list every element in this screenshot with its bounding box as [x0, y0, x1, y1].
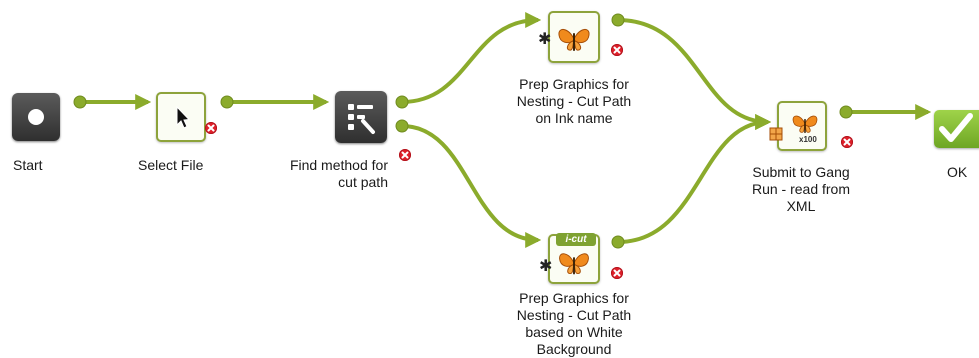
connector-find-method-to-prep-white[interactable] — [395, 119, 542, 248]
prep-white-label-line: Prep Graphics for — [519, 290, 629, 306]
connector-start-to-select-file[interactable] — [73, 94, 152, 110]
prep-ink-label-line: Prep Graphics for — [519, 76, 629, 92]
prep-white-node[interactable]: i-cut — [548, 233, 600, 284]
find-method-node[interactable] — [335, 91, 387, 143]
prep-ink-error-icon[interactable] — [611, 44, 623, 56]
prep-ink-node[interactable] — [548, 11, 600, 63]
submit-gang-label-line: Submit to Gang — [752, 164, 850, 180]
prep-white-label-line: Background — [536, 341, 612, 357]
start-node-label: Start — [13, 157, 43, 173]
list-filter-icon — [348, 104, 375, 134]
prep-white-label-line: based on White — [525, 324, 623, 340]
find-method-node-label: Find method for cut path — [276, 157, 388, 191]
butterfly-icon — [792, 115, 818, 134]
connector-submit-to-ok[interactable] — [839, 104, 932, 120]
connector-prep-white-to-submit[interactable] — [611, 114, 772, 249]
icut-badge: i-cut — [556, 233, 596, 246]
butterfly-icon — [559, 253, 589, 275]
connector-prep-ink-to-submit[interactable] — [611, 13, 772, 130]
ok-node[interactable] — [934, 110, 979, 148]
submit-gang-label-line: XML — [786, 198, 816, 214]
prep-ink-label-line: Nesting - Cut Path — [516, 93, 632, 109]
x100-badge: x100 — [799, 135, 817, 144]
prep-ink-label-line: on Ink name — [535, 110, 613, 126]
checkmark-icon — [939, 113, 973, 142]
submit-gang-node[interactable]: x100 — [777, 101, 827, 151]
butterfly-icon — [558, 29, 590, 51]
prep-white-node-label: Prep Graphics for Nesting - Cut Path bas… — [490, 290, 658, 358]
asterisk-icon: ✱ — [539, 258, 553, 275]
find-method-label-line: cut path — [338, 174, 388, 190]
prep-white-label-line: Nesting - Cut Path — [516, 307, 632, 323]
prep-ink-node-label: Prep Graphics for Nesting - Cut Path on … — [490, 76, 658, 127]
submit-gang-label-line: Run - read from — [751, 181, 851, 197]
find-method-label-line: Find method for — [289, 157, 388, 173]
select-file-node[interactable] — [156, 92, 206, 142]
select-file-error-icon[interactable] — [205, 122, 217, 134]
prep-white-error-icon[interactable] — [611, 267, 623, 279]
start-node[interactable] — [12, 93, 60, 141]
submit-gang-node-label: Submit to Gang Run - read from XML — [732, 164, 870, 215]
asterisk-icon: ✱ — [538, 31, 552, 48]
find-method-error-icon[interactable] — [399, 149, 411, 161]
grid-icon — [769, 127, 783, 141]
select-file-node-label: Select File — [138, 157, 204, 173]
cursor-arrow-icon — [176, 105, 191, 129]
submit-gang-error-icon[interactable] — [841, 136, 853, 148]
connector-find-method-to-prep-ink[interactable] — [395, 12, 542, 109]
ok-node-label: OK — [947, 164, 968, 180]
connector-select-file-to-find-method[interactable] — [220, 94, 330, 110]
record-icon — [28, 109, 44, 125]
